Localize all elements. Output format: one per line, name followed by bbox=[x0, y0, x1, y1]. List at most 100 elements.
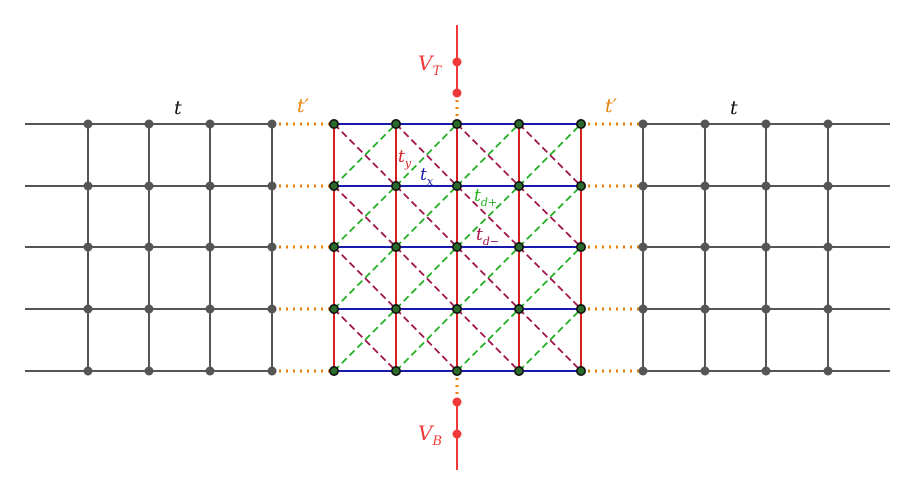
diag-plus-bond bbox=[333, 185, 397, 248]
central-node bbox=[390, 303, 401, 314]
central-node bbox=[451, 365, 462, 376]
diag-minus-bond bbox=[395, 246, 458, 310]
diag-minus-bond bbox=[518, 185, 582, 248]
diag-plus-bond bbox=[333, 123, 397, 187]
central-node bbox=[575, 303, 586, 314]
diag-minus-bond bbox=[333, 185, 397, 248]
central-node bbox=[390, 119, 401, 130]
central-node bbox=[328, 303, 339, 314]
left-lead-node bbox=[267, 119, 277, 129]
gate-lines bbox=[452, 25, 462, 470]
diag-plus-bond bbox=[518, 308, 582, 372]
central-node bbox=[513, 119, 524, 130]
right-lead-node bbox=[638, 242, 648, 252]
diag-plus-bond bbox=[395, 308, 458, 372]
right-lead-node bbox=[700, 242, 710, 252]
diag-minus-bond bbox=[518, 308, 582, 372]
right-lead-node bbox=[638, 304, 648, 314]
left-lead-node bbox=[83, 181, 93, 191]
central-region bbox=[333, 123, 582, 372]
left-lead-node bbox=[144, 119, 154, 129]
central-node bbox=[328, 242, 339, 253]
diag-plus-bond bbox=[395, 123, 458, 187]
right-lead-node bbox=[700, 304, 710, 314]
right-lead-node bbox=[700, 366, 710, 376]
left-lead-node bbox=[205, 304, 215, 314]
diag-minus-bond bbox=[456, 185, 520, 248]
lattice-nodes bbox=[83, 119, 833, 376]
left-lead-node bbox=[83, 119, 93, 129]
right-lead-node bbox=[823, 181, 833, 191]
diag-minus-bond bbox=[518, 123, 582, 187]
right-lead-node bbox=[761, 119, 771, 129]
left-lead-node bbox=[267, 366, 277, 376]
diag-plus-bond bbox=[395, 185, 458, 248]
diag-plus-bond bbox=[518, 246, 582, 310]
right-lead-node bbox=[823, 242, 833, 252]
diag-minus-bond bbox=[518, 246, 582, 310]
left-lead-node bbox=[267, 242, 277, 252]
right-lead-node bbox=[638, 366, 648, 376]
central-node bbox=[451, 181, 462, 192]
diag-plus-bond bbox=[333, 246, 397, 310]
diag-minus-bond bbox=[456, 308, 520, 372]
left-lead-node bbox=[83, 304, 93, 314]
left-lead-node bbox=[144, 366, 154, 376]
diag-plus-bond bbox=[456, 308, 520, 372]
diag-minus-bond bbox=[456, 123, 520, 187]
left-lead-node bbox=[205, 119, 215, 129]
diag-minus-bond bbox=[456, 246, 520, 310]
central-node bbox=[390, 181, 401, 192]
right-lead-node bbox=[823, 366, 833, 376]
top-gate-label: VT bbox=[418, 51, 442, 79]
lead-left-hopping-label: t bbox=[174, 97, 182, 119]
right-lead-node bbox=[823, 119, 833, 129]
left-lead-node bbox=[205, 242, 215, 252]
left-lead-node bbox=[144, 181, 154, 191]
diag-plus-bond bbox=[518, 185, 582, 248]
central-node bbox=[451, 119, 462, 130]
left-lead-node bbox=[205, 181, 215, 191]
central-node bbox=[451, 242, 462, 253]
right-lead-node bbox=[638, 119, 648, 129]
bottom-gate-node bbox=[452, 429, 462, 439]
right-lead-node bbox=[700, 181, 710, 191]
left-lead-node bbox=[83, 242, 93, 252]
central-node bbox=[390, 365, 401, 376]
right-lead-node bbox=[761, 366, 771, 376]
diag-plus-bond bbox=[395, 246, 458, 310]
central-node bbox=[328, 119, 339, 130]
central-node bbox=[575, 242, 586, 253]
central-node bbox=[575, 181, 586, 192]
top-gate-node bbox=[452, 57, 462, 67]
coupling-left-label: t′ bbox=[297, 95, 310, 117]
diag-minus-bond bbox=[333, 246, 397, 310]
diag-minus-bond bbox=[395, 185, 458, 248]
diag-plus-bond bbox=[456, 185, 520, 248]
central-node bbox=[328, 365, 339, 376]
left-lead-node bbox=[267, 181, 277, 191]
diag-minus-bond bbox=[395, 308, 458, 372]
right-lead-node bbox=[700, 119, 710, 129]
central-node bbox=[328, 181, 339, 192]
left-lead-node bbox=[83, 366, 93, 376]
central-node bbox=[513, 365, 524, 376]
central-node bbox=[451, 303, 462, 314]
lead-right-hopping-label: t bbox=[730, 97, 738, 119]
central-node bbox=[513, 303, 524, 314]
diag-minus-bond bbox=[395, 123, 458, 187]
hop-y-label: ty bbox=[398, 147, 412, 170]
diag-plus-bond bbox=[456, 246, 520, 310]
hop-d-plus-label: td+ bbox=[474, 186, 497, 209]
central-node bbox=[513, 242, 524, 253]
coupling-right-label: t′ bbox=[605, 95, 618, 117]
central-node bbox=[513, 181, 524, 192]
top-gate-node bbox=[452, 88, 462, 98]
diag-minus-bond bbox=[333, 123, 397, 187]
central-node bbox=[390, 242, 401, 253]
left-lead-node bbox=[144, 304, 154, 314]
hop-d-minus-label: td− bbox=[476, 225, 499, 248]
left-lead-node bbox=[144, 242, 154, 252]
right-lead-node bbox=[761, 304, 771, 314]
